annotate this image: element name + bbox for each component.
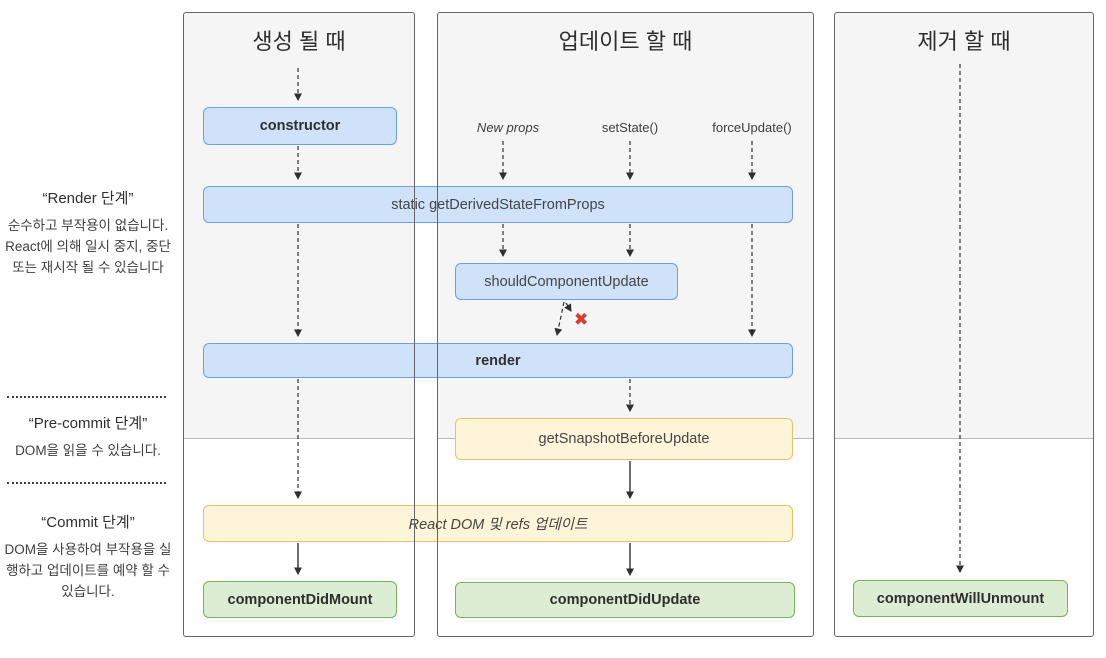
- commit-phase-description: DOM을 사용하여 부작용을 실행하고 업데이트를 예약 할 수 있습니다.: [4, 542, 172, 599]
- dashed-arrows: [294, 64, 964, 573]
- phase-separator: [7, 482, 166, 484]
- trigger-new-props: New props: [476, 120, 540, 135]
- unmount-column-title: 제거 할 때: [917, 29, 1011, 54]
- trigger-set-state: setState(): [601, 120, 659, 135]
- solid-arrows: [294, 461, 634, 576]
- node-get-derived-state-from-props: static getDerivedStateFromProps: [203, 186, 793, 223]
- node-component-did-mount: componentDidMount: [203, 581, 397, 618]
- precommit-phase-title: “Pre-commit 단계”: [28, 415, 148, 432]
- commit-phase-annotation: “Commit 단계” DOM을 사용하여 부작용을 실행하고 업데이트를 예약…: [4, 511, 172, 602]
- stop-x-icon: ✖: [574, 310, 589, 329]
- node-constructor: constructor: [203, 107, 397, 145]
- phase-separator: [7, 396, 166, 398]
- node-render: render: [203, 343, 793, 378]
- render-phase-annotation: “Render 단계” 순수하고 부작용이 없습니다. React에 의해 일시…: [4, 187, 172, 278]
- node-component-did-update: componentDidUpdate: [455, 582, 795, 618]
- commit-phase-title: “Commit 단계”: [41, 514, 135, 531]
- unmount-render-phase-region: [834, 12, 1094, 439]
- render-phase-description: 순수하고 부작용이 없습니다. React에 의해 일시 중지, 중단 또는 재…: [5, 218, 171, 275]
- precommit-phase-description: DOM을 읽을 수 있습니다.: [15, 443, 161, 458]
- update-column-title: 업데이트 할 때: [558, 29, 693, 54]
- node-should-component-update: shouldComponentUpdate: [455, 263, 678, 300]
- mount-column-title: 생성 될 때: [252, 29, 346, 54]
- arrow-shouldupdate-to-stop: [564, 302, 572, 312]
- node-component-will-unmount: componentWillUnmount: [853, 580, 1068, 617]
- node-get-snapshot-before-update: getSnapshotBeforeUpdate: [455, 418, 793, 460]
- render-phase-title: “Render 단계”: [42, 190, 134, 207]
- precommit-phase-annotation: “Pre-commit 단계” DOM을 읽을 수 있습니다.: [4, 412, 172, 461]
- unmount-panel-background: [834, 12, 1094, 637]
- trigger-force-update: forceUpdate(): [712, 120, 792, 135]
- arrow-shouldupdate-to-render: [554, 301, 565, 336]
- node-react-dom-refs-update: React DOM 및 refs 업데이트: [203, 505, 793, 542]
